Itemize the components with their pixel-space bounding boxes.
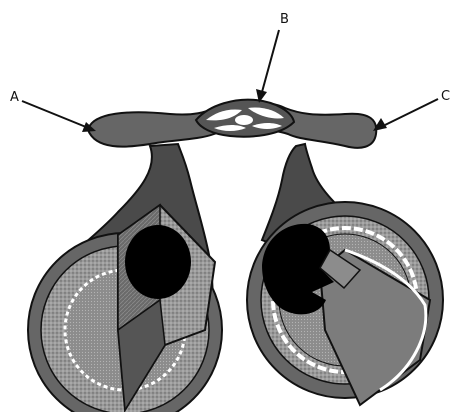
label-a: A: [10, 90, 19, 105]
right-vessel: [247, 144, 443, 405]
left-vessel-lumen: [125, 225, 191, 299]
label-b: B: [280, 12, 289, 27]
left-vessel: [28, 144, 222, 412]
label-c: C: [441, 89, 450, 104]
